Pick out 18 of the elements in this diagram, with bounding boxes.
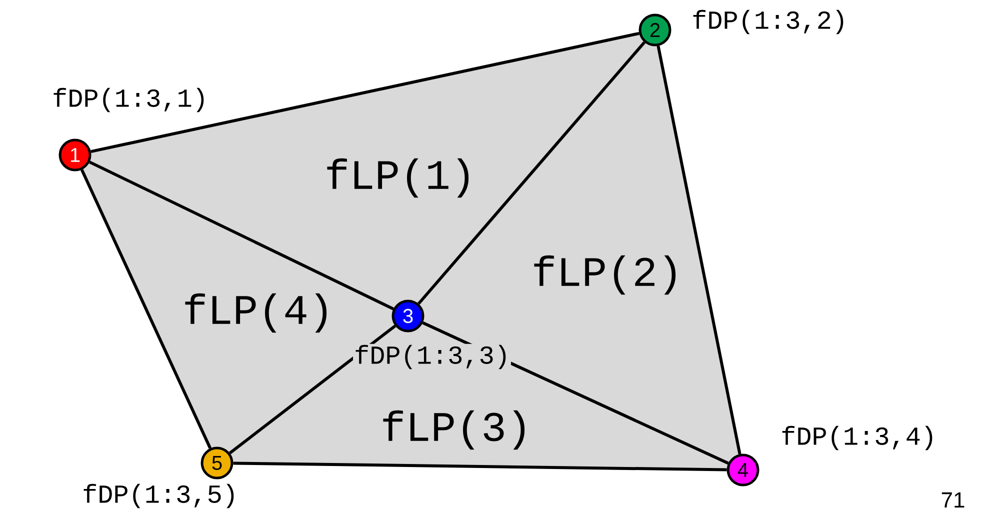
- face-label: fLP(3): [383, 410, 525, 450]
- vertex-label: fDP(1:3,5): [84, 484, 234, 508]
- page-number: 71: [942, 492, 964, 508]
- mesh-edge: [422, 321, 729, 465]
- vertex-label: fDP(1:3,1): [54, 88, 204, 112]
- vertex-label: fDP(1:3,3): [353, 344, 512, 370]
- mesh-edge: [656, 46, 742, 454]
- face-label: fLP(2): [534, 255, 676, 295]
- face-label: fLP(1): [327, 158, 469, 198]
- face-label: fLP(4): [185, 293, 327, 333]
- mesh-edge: [88, 160, 394, 310]
- mesh-edge: [228, 324, 396, 454]
- mesh-edge: [418, 41, 646, 305]
- mesh-edge: [90, 32, 640, 154]
- vertex-label: fDP(1:3,4): [782, 426, 932, 450]
- vertex-label: fDP(1:3,2): [693, 10, 844, 34]
- mesh-edge: [233, 462, 727, 472]
- mesh-edge: [80, 169, 212, 449]
